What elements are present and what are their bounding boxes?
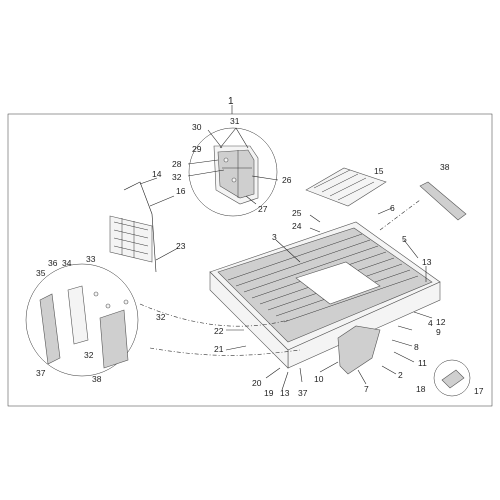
callout-21: 21 — [214, 344, 224, 354]
callout-26: 26 — [282, 175, 292, 185]
callout-33: 33 — [86, 254, 96, 264]
detail-circle-left — [25, 263, 139, 377]
detail-circle-right — [433, 359, 471, 397]
bed-panel-15 — [305, 167, 387, 207]
callout-3: 3 — [272, 232, 277, 242]
callout-5: 5 — [402, 234, 407, 244]
pin-detail — [441, 369, 465, 389]
callout-11: 11 — [418, 358, 427, 368]
cargo-bed — [209, 221, 441, 375]
callout-8: 8 — [414, 342, 419, 352]
callout-23: 23 — [176, 241, 186, 251]
callout-28: 28 — [172, 159, 182, 169]
callout-19: 19 — [264, 388, 274, 398]
callout-32-top: 32 — [172, 172, 182, 182]
callout-10: 10 — [314, 374, 324, 384]
callout-22: 22 — [214, 326, 224, 336]
callout-9: 9 — [436, 327, 441, 337]
callout-25: 25 — [292, 208, 302, 218]
callout-6: 6 — [390, 203, 395, 213]
callout-37-bottom: 37 — [298, 388, 308, 398]
callout-16: 16 — [176, 186, 186, 196]
callout-labels: 31 30 29 28 32 26 27 14 16 23 15 38 25 2… — [36, 116, 484, 398]
callout-37-left: 37 — [36, 368, 46, 378]
callout-34: 34 — [62, 258, 72, 268]
diagram-frame — [7, 113, 493, 407]
side-post-and-mesh — [109, 181, 157, 273]
detail-circle-top — [188, 127, 278, 217]
leader-lines — [139, 127, 433, 391]
callout-35: 35 — [36, 268, 46, 278]
callout-30: 30 — [192, 122, 202, 132]
callout-18: 18 — [416, 384, 426, 394]
callout-31: 31 — [230, 116, 240, 126]
corner-post-detail — [213, 145, 259, 205]
callout-7: 7 — [364, 384, 369, 394]
callout-32-left: 32 — [84, 350, 94, 360]
callout-13-right: 13 — [422, 257, 432, 267]
dash-path-top — [379, 199, 421, 231]
callout-12: 12 — [436, 317, 446, 327]
callout-29: 29 — [192, 144, 202, 154]
callout-38-left: 38 — [92, 374, 102, 384]
callout-2: 2 — [398, 370, 403, 380]
callout-24: 24 — [292, 221, 302, 231]
callout-38-top: 38 — [440, 162, 450, 172]
assembly-number: 1 — [228, 96, 234, 107]
label-strip-38 — [419, 181, 467, 221]
callout-20: 20 — [252, 378, 262, 388]
dash-path-left — [149, 347, 301, 356]
callout-13-bottom: 13 — [280, 388, 290, 398]
callout-14: 14 — [152, 169, 162, 179]
callout-4: 4 — [428, 318, 433, 328]
callout-17: 17 — [474, 386, 484, 396]
callout-15: 15 — [374, 166, 384, 176]
latch-assembly-detail — [39, 285, 129, 369]
dash-path-mid — [139, 303, 289, 327]
callout-27: 27 — [258, 204, 268, 214]
callout-36: 36 — [48, 258, 58, 268]
callout-32-right: 32 — [156, 312, 166, 322]
